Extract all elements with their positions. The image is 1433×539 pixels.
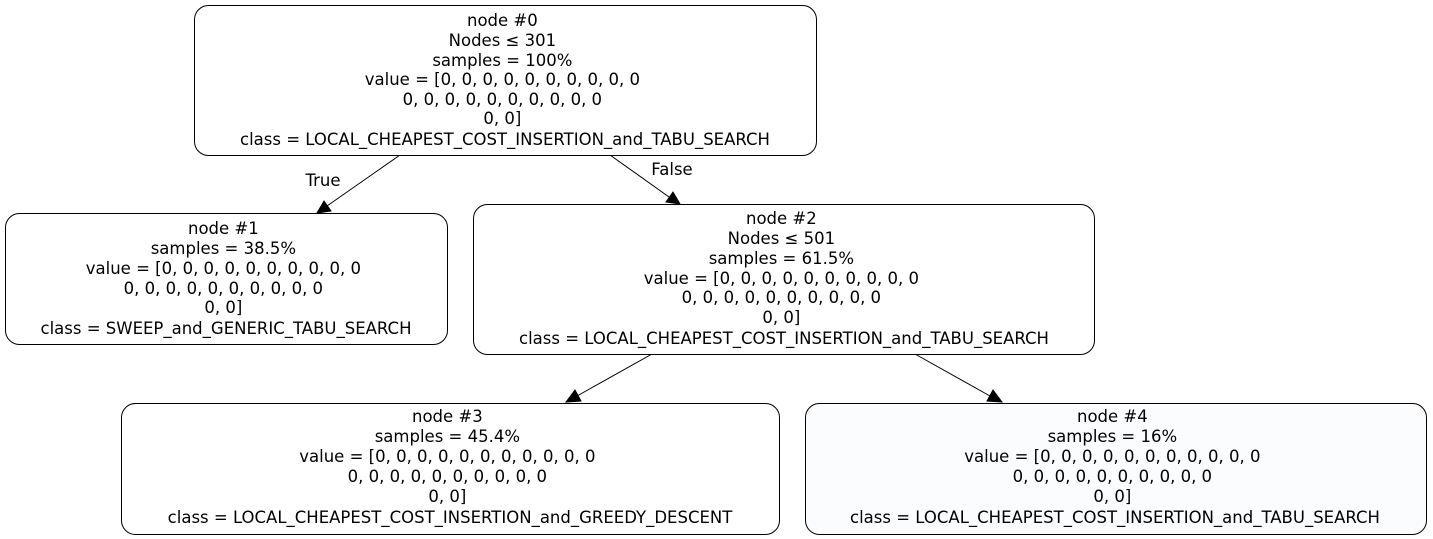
svg-text:node #2 Nodes ≤ 501: node #2 Nodes ≤ 501 samples = 61.5% valu… <box>519 209 1049 349</box>
edge-node0-node2: False <box>609 154 693 205</box>
edge-label-true: True <box>304 171 340 190</box>
tree-node-2: node #2 Nodes ≤ 501 samples = 61.5% valu… <box>473 204 1095 355</box>
node-1-value-line-1: value = [0, 0, 0, 0, 0, 0, 0, 0, 0, 0 <box>86 259 361 278</box>
node-3-samples: samples = 45.4% <box>375 427 520 446</box>
node-0-value-line-1: value = [0, 0, 0, 0, 0, 0, 0, 0, 0, 0 <box>365 70 640 89</box>
node-0-value-line-3: 0, 0] <box>483 109 521 128</box>
svg-text:node #3 samples = 45.4%: node #3 samples = 45.4% value = [0, 0, 0… <box>168 407 734 528</box>
svg-text:node #1 samples = 38.5%: node #1 samples = 38.5% value = [0, 0, 0… <box>41 219 412 339</box>
node-2-split: Nodes ≤ 501 <box>728 229 835 248</box>
node-0-split: Nodes ≤ 301 <box>449 31 556 50</box>
tree-node-3: node #3 samples = 45.4% value = [0, 0, 0… <box>121 403 780 535</box>
node-1-title: node #1 <box>188 219 259 238</box>
edge-node2-node3 <box>564 353 653 403</box>
tree-node-0: node #0 Nodes ≤ 301 samples = 100% value… <box>194 5 817 156</box>
node-4-value-line-2: 0, 0, 0, 0, 0, 0, 0, 0, 0, 0 <box>1013 467 1212 486</box>
node-3-value-line-1: value = [0, 0, 0, 0, 0, 0, 0, 0, 0, 0, 0 <box>299 447 595 466</box>
node-0-title: node #0 <box>467 11 538 30</box>
node-1-value-line-2: 0, 0, 0, 0, 0, 0, 0, 0, 0, 0 <box>124 279 323 298</box>
node-2-samples: samples = 61.5% <box>709 249 854 268</box>
edge-node2-node4 <box>914 353 1004 403</box>
tree-node-1: node #1 samples = 38.5% value = [0, 0, 0… <box>5 213 448 345</box>
node-0-class: class = LOCAL_CHEAPEST_COST_INSERTION_an… <box>240 130 770 150</box>
node-3-title: node #3 <box>412 407 483 426</box>
node-4-value-line-1: value = [0, 0, 0, 0, 0, 0, 0, 0, 0, 0, 0 <box>964 447 1260 466</box>
node-2-value-line-1: value = [0, 0, 0, 0, 0, 0, 0, 0, 0, 0 <box>644 269 919 288</box>
edge-node0-node1: True <box>304 154 401 214</box>
node-0-samples: samples = 100% <box>432 51 572 70</box>
node-1-class: class = SWEEP_and_GENERIC_TABU_SEARCH <box>41 319 412 339</box>
node-2-value-line-2: 0, 0, 0, 0, 0, 0, 0, 0, 0, 0 <box>682 288 881 307</box>
node-3-class: class = LOCAL_CHEAPEST_COST_INSERTION_an… <box>168 508 734 528</box>
node-2-class: class = LOCAL_CHEAPEST_COST_INSERTION_an… <box>519 329 1049 349</box>
edge-label-false: False <box>651 160 692 179</box>
node-3-value-line-3: 0, 0] <box>428 487 466 506</box>
tree-node-4: node #4 samples = 16% value = [0, 0, 0, … <box>805 403 1427 535</box>
node-1-samples: samples = 38.5% <box>151 239 296 258</box>
svg-text:node #0 Nodes ≤ 301: node #0 Nodes ≤ 301 samples = 100% value… <box>240 11 770 150</box>
svg-text:node #4 samples = 16%: node #4 samples = 16% value = [0, 0, 0, … <box>850 407 1380 528</box>
node-2-title: node #2 <box>746 209 817 228</box>
node-0-value-line-2: 0, 0, 0, 0, 0, 0, 0, 0, 0, 0 <box>403 90 602 109</box>
node-4-value-line-3: 0, 0] <box>1093 487 1131 506</box>
node-4-class: class = LOCAL_CHEAPEST_COST_INSERTION_an… <box>850 508 1380 528</box>
node-4-title: node #4 <box>1077 407 1148 426</box>
node-1-value-line-3: 0, 0] <box>204 298 242 317</box>
node-4-samples: samples = 16% <box>1048 427 1178 446</box>
node-2-value-line-3: 0, 0] <box>762 308 800 327</box>
node-3-value-line-2: 0, 0, 0, 0, 0, 0, 0, 0, 0, 0 <box>348 467 547 486</box>
